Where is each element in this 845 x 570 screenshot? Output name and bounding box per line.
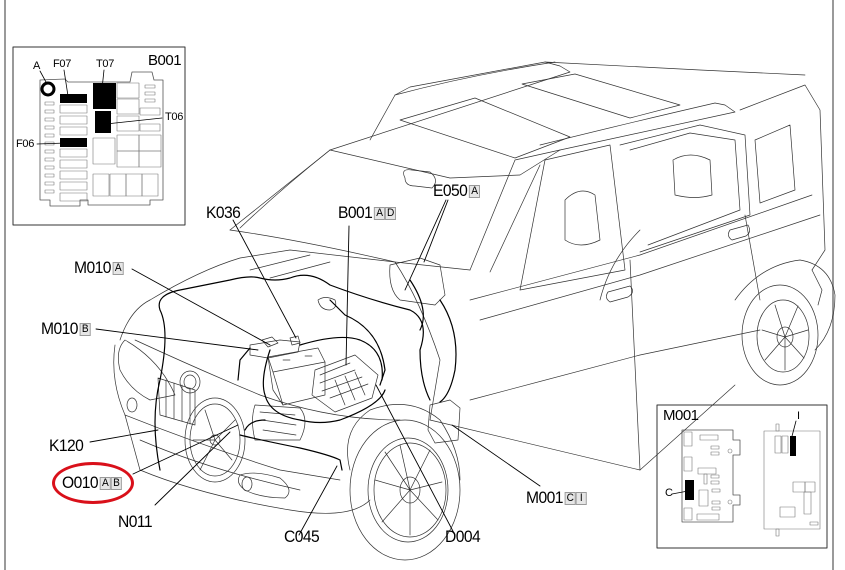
- leader-n011: [154, 431, 231, 506]
- leader-k036: [232, 219, 297, 339]
- label-code: B001: [338, 203, 373, 222]
- fusebox-callout-f07: F07: [53, 58, 72, 70]
- leader-o010: [132, 424, 239, 475]
- label-code: M010: [41, 319, 78, 338]
- label-code: O010: [62, 473, 99, 492]
- module-callout-i: I: [797, 410, 800, 422]
- leader-d004: [375, 384, 456, 536]
- label-badge: A: [374, 207, 386, 220]
- label-badge: B: [79, 323, 91, 336]
- relay-t06: [95, 111, 111, 133]
- label-badge: B: [110, 477, 122, 490]
- label-k036: K036: [206, 203, 241, 222]
- fusebox-callout-t06: T06: [165, 111, 184, 123]
- label-code: D004: [445, 527, 481, 546]
- label-code: C045: [284, 527, 320, 546]
- frame-border-left: [4, 0, 6, 570]
- leader-m010b: [95, 328, 259, 351]
- label-code: K120: [49, 436, 84, 455]
- highlight-circle: [52, 462, 134, 504]
- label-code: K036: [206, 203, 241, 222]
- label-c045: C045: [284, 527, 320, 546]
- fusebox-inset: [12, 46, 186, 226]
- module-title: M001: [663, 407, 699, 424]
- module-callout-c: C: [665, 487, 673, 499]
- relay-t07: [93, 83, 116, 109]
- leader-lines: [89, 199, 541, 536]
- wiring-harness: [154, 274, 457, 471]
- label-code: N011: [118, 512, 153, 531]
- label-code: M010: [74, 258, 111, 277]
- fuse-f06: [60, 138, 87, 147]
- leader-e050-b: [404, 199, 447, 291]
- label-badge: D: [385, 207, 397, 220]
- label-k120: K120: [49, 436, 84, 455]
- leader-b001: [345, 225, 350, 366]
- fusebox-title: B001: [148, 52, 182, 69]
- label-badge: C: [564, 492, 576, 505]
- fusebox-callout-f06: F06: [16, 138, 35, 150]
- connector-i: [790, 436, 796, 456]
- module-inset: [656, 404, 828, 549]
- label-code: E050: [433, 181, 468, 200]
- connector-c: [685, 480, 694, 500]
- leader-m010a: [131, 268, 271, 346]
- label-badge: I: [575, 492, 587, 505]
- leader-m001: [451, 424, 541, 487]
- label-badge: A: [469, 185, 481, 198]
- fusebox-callout-t07: T07: [96, 58, 115, 70]
- label-d004: D004: [445, 527, 481, 546]
- frame-border-right: [832, 0, 834, 570]
- leader-c045: [298, 465, 338, 536]
- label-badge: A: [99, 477, 111, 490]
- label-badge: A: [112, 262, 124, 275]
- fusebox-callout-a: A: [33, 60, 41, 72]
- leader-k120: [89, 429, 159, 443]
- car-outline: [113, 61, 836, 561]
- label-code: M001: [526, 488, 563, 507]
- leader-e050-a: [423, 199, 449, 263]
- label-n011: N011: [118, 512, 153, 531]
- fuse-f07: [60, 94, 87, 103]
